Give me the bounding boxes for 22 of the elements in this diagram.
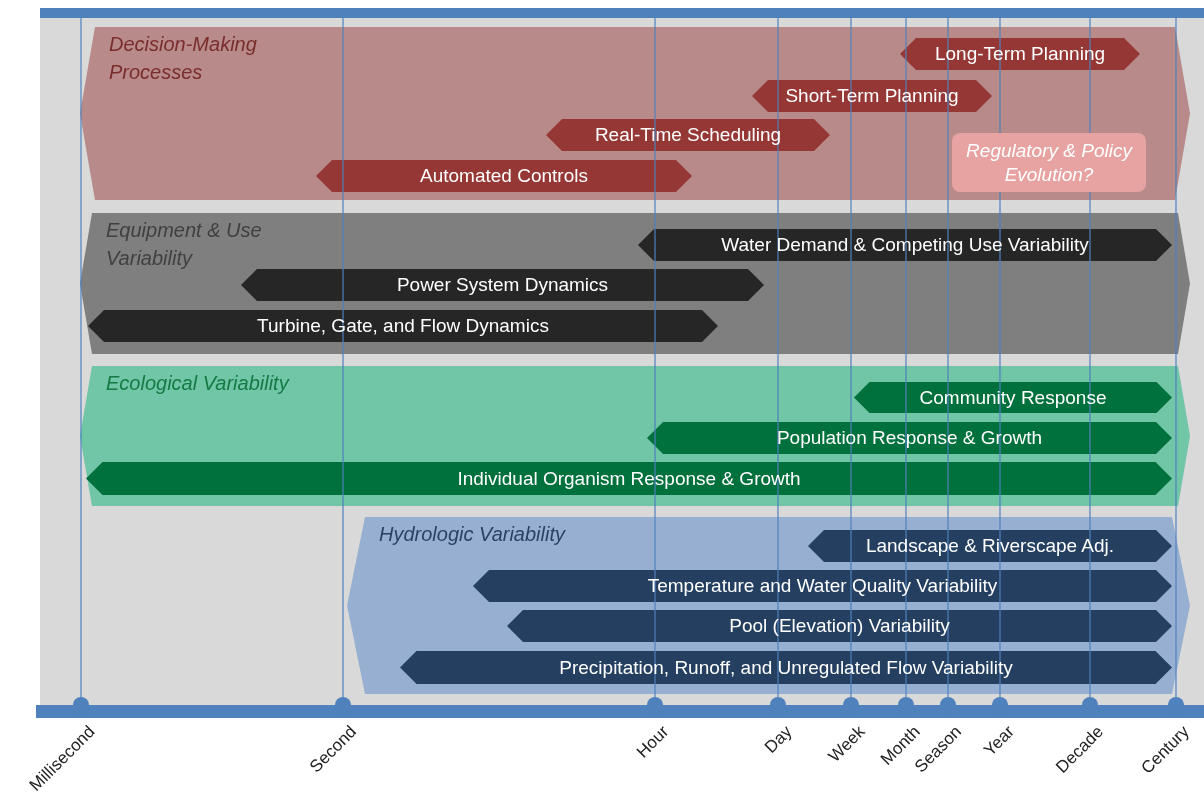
arrow-label: Pool (Elevation) Variability [729, 615, 950, 637]
arrow-label: Precipitation, Runoff, and Unregulated Flow Variability [559, 656, 1013, 679]
band-title: Equipment & Use Variability [106, 218, 263, 271]
band-title: Ecological Variability [106, 371, 291, 396]
arrow-label: Water Demand & Competing Use Variability [721, 234, 1089, 256]
arrow-label: Landscape & Riverscape Adj. [865, 535, 1115, 557]
note-text: Regulatory & Policy Evolution? [965, 139, 1134, 187]
arrow-label: Turbine, Gate, and Flow Dynamics [257, 315, 549, 337]
rounded-note-box [952, 133, 1146, 192]
arrow-label: Community Response [919, 386, 1107, 409]
band-title: Decision-Making Processes [109, 32, 258, 85]
arrow-label: Individual Organism Response & Growth [457, 467, 801, 490]
tick-label: Day [760, 722, 797, 758]
arrow-label: Temperature and Water Quality Variability [647, 575, 998, 597]
arrow-label: Short-Term Planning [785, 85, 959, 107]
arrow-label: Long-Term Planning [934, 43, 1105, 65]
band-title: Hydrologic Variability [379, 522, 567, 547]
arrow-label: Real-Time Scheduling [594, 124, 782, 146]
arrow-label: Power System Dynamics [396, 274, 609, 296]
arrow-label: Automated Controls [420, 165, 588, 187]
tick-label: Year [979, 722, 1019, 761]
arrow-label: Population Response & Growth [776, 427, 1043, 449]
